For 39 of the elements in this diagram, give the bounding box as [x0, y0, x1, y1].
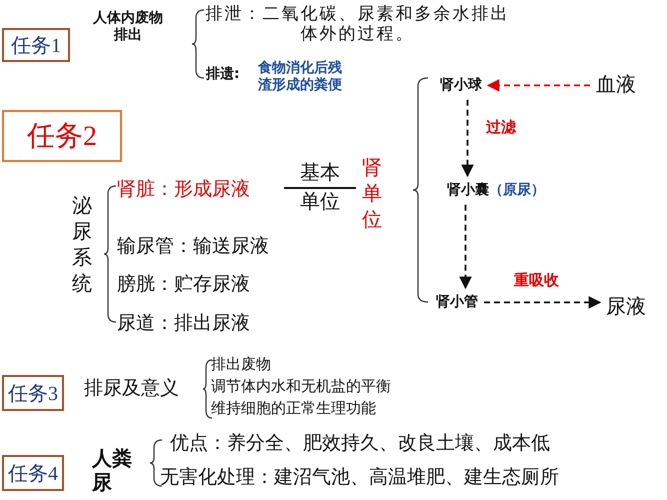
- label-text: 膀胱：贮存尿液: [117, 273, 250, 296]
- task-box: [2, 28, 70, 62]
- note-text: （原尿）: [489, 182, 545, 198]
- task-title: 任务2: [27, 120, 97, 154]
- label-text: 排泄：二氧化碳、尿素和多余水排出体外的过程。: [205, 4, 510, 45]
- label-text: 无害化处理：建沼气池、高温堆肥、建生态厕所: [160, 466, 559, 489]
- vertical-text: 肾单位: [362, 154, 383, 232]
- label-text: 人体内废物排出: [92, 10, 164, 44]
- label-text: 维持细胞的正常生理功能: [211, 399, 376, 417]
- node-text: 血液: [596, 72, 636, 96]
- arrow: [486, 79, 590, 92]
- task-box: [2, 455, 64, 491]
- label-text: 优点：养分全、肥效持久、改良土壤、成本低: [170, 432, 550, 455]
- label-text: 食物消化后残渣形成的粪便: [258, 60, 343, 94]
- edge-label: 重吸收: [512, 271, 561, 290]
- label-text: 尿道：排出尿液: [117, 312, 250, 335]
- label-text: 调节体内水和无机盐的平衡: [211, 377, 391, 395]
- node-text: 肾小球: [440, 77, 482, 94]
- label-text: 基本: [300, 160, 340, 184]
- task-title: 任务3: [8, 382, 58, 406]
- arrow: [459, 204, 472, 290]
- node-text: 肾小管: [436, 294, 478, 311]
- label-text: 肾脏：形成尿液: [117, 178, 250, 201]
- label-text: 单位: [300, 189, 340, 213]
- task-box: [2, 110, 122, 162]
- label-text: 排出废物: [211, 355, 271, 373]
- vertical-text: 泌尿系统: [72, 192, 93, 296]
- label-text: 排尿及意义: [84, 377, 179, 400]
- arrow: [461, 100, 474, 178]
- task-title: 任务1: [11, 34, 61, 58]
- node-text: 肾小囊: [447, 182, 489, 198]
- task-title: 任务4: [8, 462, 58, 486]
- label-text: 输尿管：输送尿液: [117, 235, 269, 258]
- task-box: [2, 375, 64, 411]
- edge-label: 过滤: [484, 118, 518, 137]
- label-text: 排遗:: [206, 66, 240, 83]
- arrow: [484, 296, 602, 309]
- node-text: 尿液: [606, 294, 646, 318]
- label-text: 人粪尿: [92, 446, 133, 494]
